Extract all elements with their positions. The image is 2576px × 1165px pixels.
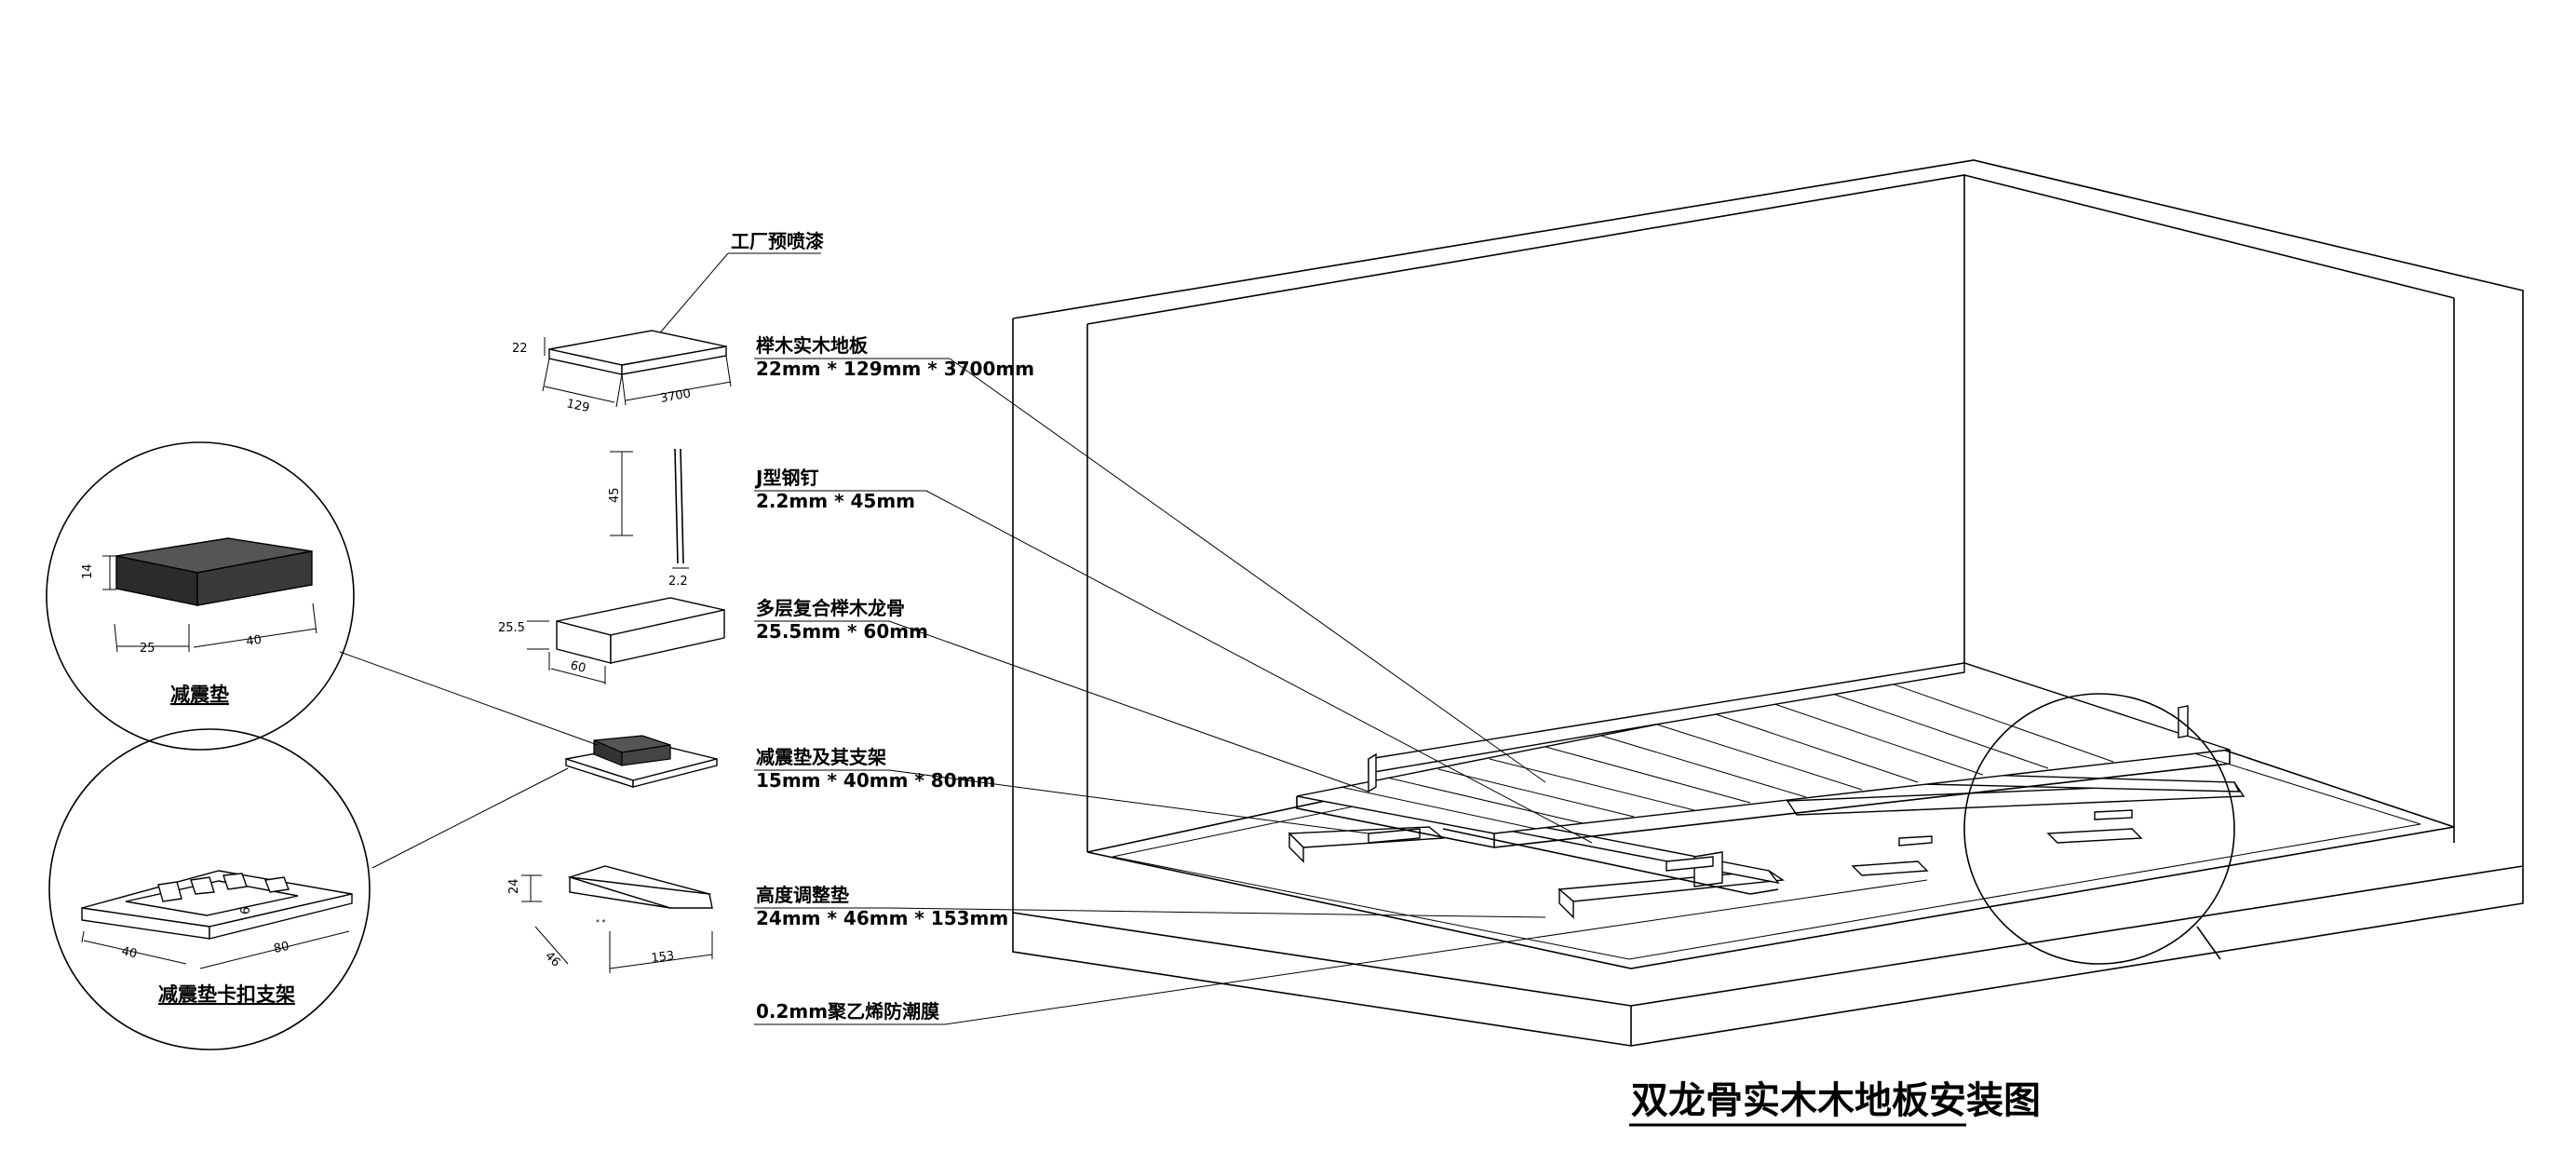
damper-bracket-part: [565, 735, 718, 788]
leader-lines: [655, 252, 1928, 1025]
floorboard-name: 榉木实木地板: [756, 334, 869, 357]
damper-caption: 减震垫: [170, 684, 229, 706]
height-pad-size: 24mm * 46mm * 153mm: [756, 907, 1008, 929]
nail-part: [610, 448, 689, 569]
dim-nail-length: 45: [608, 487, 622, 503]
damper-bracket-name: 减震垫及其支架: [756, 746, 886, 768]
dim-floorboard-width: 129: [565, 397, 590, 415]
dim-pad-width: 46: [542, 949, 562, 969]
joist-name: 多层复合榉木龙骨: [756, 597, 905, 619]
damper-bracket-size: 15mm * 40mm * 80mm: [756, 769, 995, 792]
dim-joist-width: 60: [569, 658, 587, 676]
connector-line: [339, 651, 599, 746]
nail-name: J型钢钉: [754, 467, 818, 489]
floorboard-part: [542, 330, 732, 408]
floorboard-size: 22mm * 129mm * 3700mm: [756, 358, 1034, 380]
connector-line: [371, 767, 569, 869]
bracket-caption: 减震垫卡扣支架: [158, 983, 295, 1006]
room-outline: [1012, 159, 2524, 1047]
dim-pad-height: 24: [507, 878, 521, 894]
dim-damper-length: 40: [245, 633, 262, 649]
dim-bracket-length: 80: [273, 940, 290, 956]
drawing-title: 双龙骨实木木地板安装图: [1631, 1079, 2041, 1122]
svg-text:* *: * *: [596, 918, 606, 927]
dim-nail-diameter: 2.2: [668, 575, 688, 589]
corner-detail-circle: [1963, 693, 2235, 965]
dim-damper-height: 14: [81, 563, 95, 579]
height-pad-name: 高度调整垫: [756, 884, 849, 906]
labels: 工厂预喷漆 榉木实木地板 22mm * 129mm * 3700mm J型钢钉 …: [81, 230, 2041, 1127]
dim-bracket-thickness: 6: [239, 907, 253, 914]
bracket-detail: [48, 728, 371, 1050]
dim-floorboard-thickness: 22: [512, 342, 528, 356]
joist-part: [527, 597, 725, 684]
factory-paint-label: 工厂预喷漆: [731, 230, 824, 252]
dim-joist-height: 25.5: [498, 621, 525, 635]
dim-pad-length: 153: [651, 949, 675, 966]
dim-floorboard-length: 3700: [659, 386, 692, 406]
joist-assembly: [1288, 772, 2246, 919]
nail-size: 2.2mm * 45mm: [756, 490, 915, 512]
membrane-name: 0.2mm聚乙烯防潮膜: [756, 1000, 939, 1023]
dim-damper-width: 25: [140, 642, 155, 656]
damper-detail: [46, 441, 355, 751]
floorboards-3d: [1296, 662, 2231, 848]
joist-size: 25.5mm * 60mm: [756, 620, 928, 643]
height-pad-part: * *: [521, 865, 713, 973]
dim-bracket-width: 40: [120, 944, 138, 961]
